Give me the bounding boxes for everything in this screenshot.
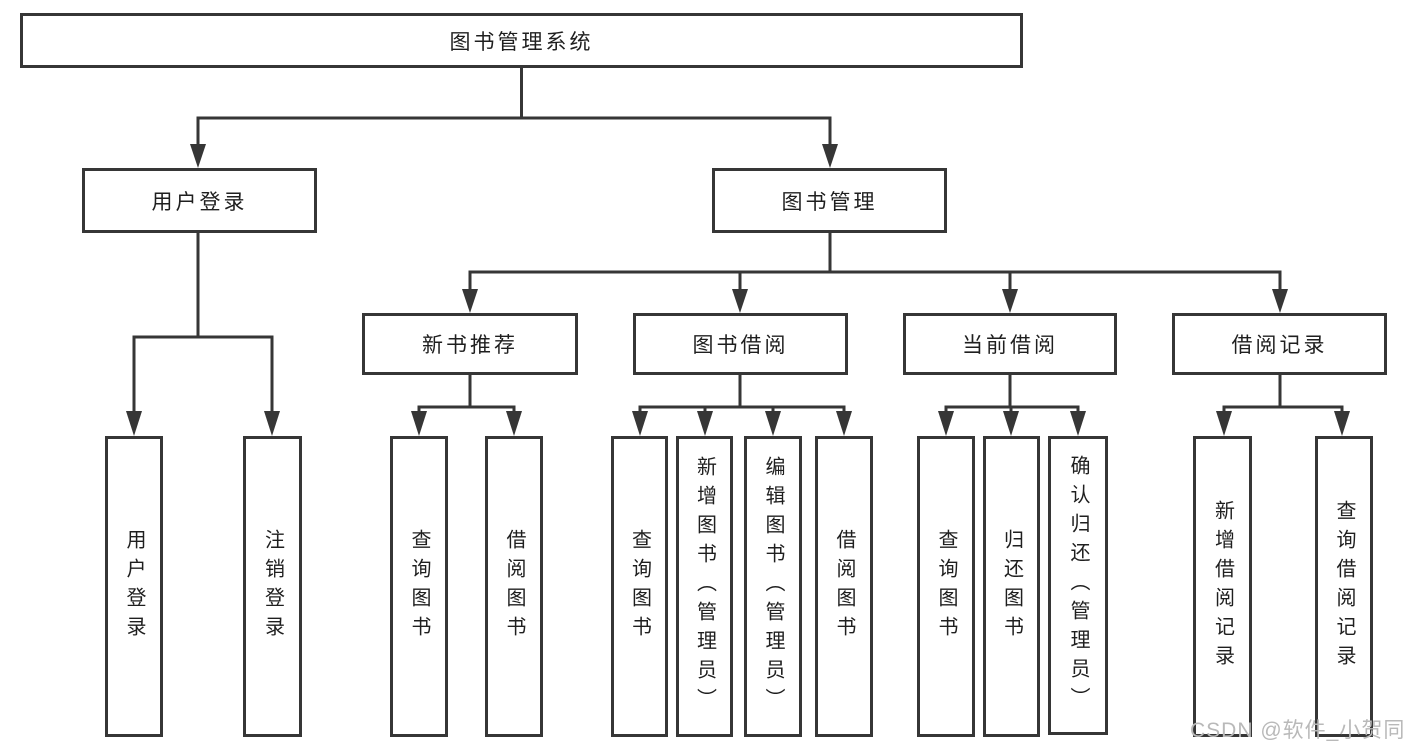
node-label: 查询图书 <box>408 528 430 645</box>
node-label: 注销登录 <box>261 528 284 645</box>
node-label: 编辑图书（管理员） <box>762 456 784 717</box>
node-leaf-add-borrow-record: 新增借阅记录 <box>1193 436 1252 737</box>
node-label: 图书管理系统 <box>449 30 594 54</box>
node-leaf-return-books: 归还图书 <box>983 436 1040 737</box>
connector-book-management-to-level3 <box>462 233 1288 313</box>
connector-borrowing-records-to-leaves <box>1216 375 1350 436</box>
node-label: 归还图书 <box>1000 528 1023 645</box>
node-label: 新增借阅记录 <box>1211 499 1234 674</box>
node-new-book-recommendation: 新书推荐 <box>362 313 578 375</box>
node-user-login: 用户登录 <box>82 168 317 233</box>
connector-user-login-to-leaves <box>126 233 280 436</box>
node-label: 查询图书 <box>935 528 957 645</box>
node-leaf-add-books-admin: 新增图书（管理员） <box>676 436 733 737</box>
node-book-borrowing: 图书借阅 <box>633 313 848 375</box>
connector-root-to-level2 <box>190 68 838 168</box>
node-leaf-borrow-books-borrowing: 借阅图书 <box>815 436 873 737</box>
node-book-management: 图书管理 <box>712 168 947 233</box>
connector-new-book-to-leaves <box>411 375 522 436</box>
node-label: 查询图书 <box>628 528 651 645</box>
node-label: 借阅记录 <box>1231 334 1328 357</box>
node-label: 图书借阅 <box>692 334 789 357</box>
node-label: 图书管理 <box>781 190 878 214</box>
node-label: 确认归还（管理员） <box>1067 455 1089 716</box>
node-label: 用户登录 <box>151 190 248 214</box>
connector-current-borrowing-to-leaves <box>938 375 1086 436</box>
node-leaf-query-books-borrowing: 查询图书 <box>611 436 668 737</box>
node-label: 查询借阅记录 <box>1333 499 1355 674</box>
node-leaf-confirm-return-admin: 确认归还（管理员） <box>1048 436 1108 735</box>
node-leaf-logout: 注销登录 <box>243 436 302 737</box>
node-label: 借阅图书 <box>503 528 525 645</box>
node-leaf-query-books-current: 查询图书 <box>917 436 975 737</box>
node-label: 用户登录 <box>123 528 145 645</box>
node-label: 当前借阅 <box>962 334 1058 357</box>
node-library-management-system: 图书管理系统 <box>20 13 1023 68</box>
node-leaf-borrow-books-recommend: 借阅图书 <box>485 436 543 737</box>
connector-book-borrowing-to-leaves <box>632 375 852 436</box>
node-leaf-query-borrow-record: 查询借阅记录 <box>1315 436 1373 737</box>
node-leaf-query-books-recommend: 查询图书 <box>390 436 448 737</box>
node-current-borrowing: 当前借阅 <box>903 313 1117 375</box>
node-leaf-edit-books-admin: 编辑图书（管理员） <box>744 436 802 737</box>
node-label: 新书推荐 <box>422 334 518 357</box>
node-label: 借阅图书 <box>833 528 855 645</box>
node-leaf-user-login: 用户登录 <box>105 436 163 737</box>
node-borrowing-records: 借阅记录 <box>1172 313 1387 375</box>
node-label: 新增图书（管理员） <box>693 456 716 717</box>
csdn-watermark: CSDN @软件_小贺同学 <box>1190 719 1405 742</box>
